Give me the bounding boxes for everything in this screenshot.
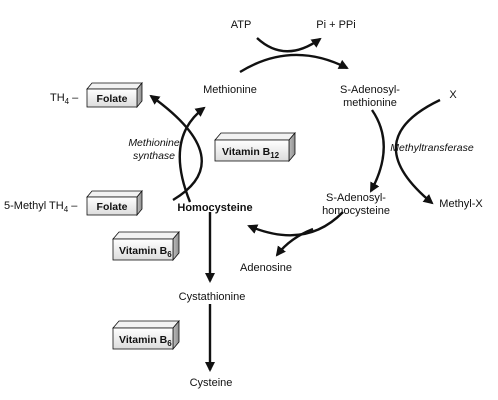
methyl-th4-label: 5-Methyl TH4 – [4, 200, 78, 214]
sam-label-line2: methionine [343, 97, 397, 109]
vitamin-b6-upper-label: Vitamin B6 [119, 245, 172, 259]
adenosine-branch-arrow [275, 227, 314, 257]
vitamin-b12-label: Vitamin B12 [222, 146, 280, 160]
pi-ppi-label: Pi + PPi [316, 19, 355, 31]
folate-top-label: Folate [97, 93, 128, 105]
vitamin-b12-box: Vitamin B12 [214, 131, 296, 163]
sam-to-sah-arrow [369, 109, 385, 193]
methionine-synthase-label-line2: synthase [133, 150, 175, 162]
atp-to-pippi-arrow [256, 37, 322, 53]
methylth4-to-th4-arrow [149, 94, 203, 202]
atp-label: ATP [231, 19, 252, 31]
vitamin-b6-lower-box: Vitamin B6 [112, 319, 180, 351]
methionine-label: Methionine [203, 84, 257, 96]
methyl-x-label: Methyl-X [439, 198, 483, 210]
x-label: X [449, 89, 457, 101]
cystathionine-label: Cystathionine [179, 291, 246, 303]
x-to-methylx-arrow [394, 98, 441, 205]
th4-label: TH4 – [50, 92, 79, 106]
adenosine-label: Adenosine [240, 262, 292, 274]
sah-label-line2: homocysteine [322, 205, 390, 217]
homocysteine-label: Homocysteine [177, 202, 252, 214]
sam-label-line1: S-Adenosyl- [340, 84, 400, 96]
methionine-synthase-label-line1: Methionine [128, 137, 180, 149]
methionine-to-sam-arrow [239, 53, 349, 74]
folate-top-box: Folate [86, 81, 143, 109]
homocysteine-to-methionine-arrow [178, 106, 206, 203]
methyltransferase-label: Methyltransferase [390, 142, 474, 154]
folate-bottom-label: Folate [97, 201, 128, 213]
vitamin-b6-upper-box: Vitamin B6 [112, 230, 180, 262]
cysteine-label: Cysteine [190, 377, 233, 389]
folate-bottom-box: Folate [86, 189, 143, 217]
sah-label-line1: S-Adenosyl- [326, 192, 386, 204]
vitamin-b6-lower-label: Vitamin B6 [119, 334, 172, 348]
